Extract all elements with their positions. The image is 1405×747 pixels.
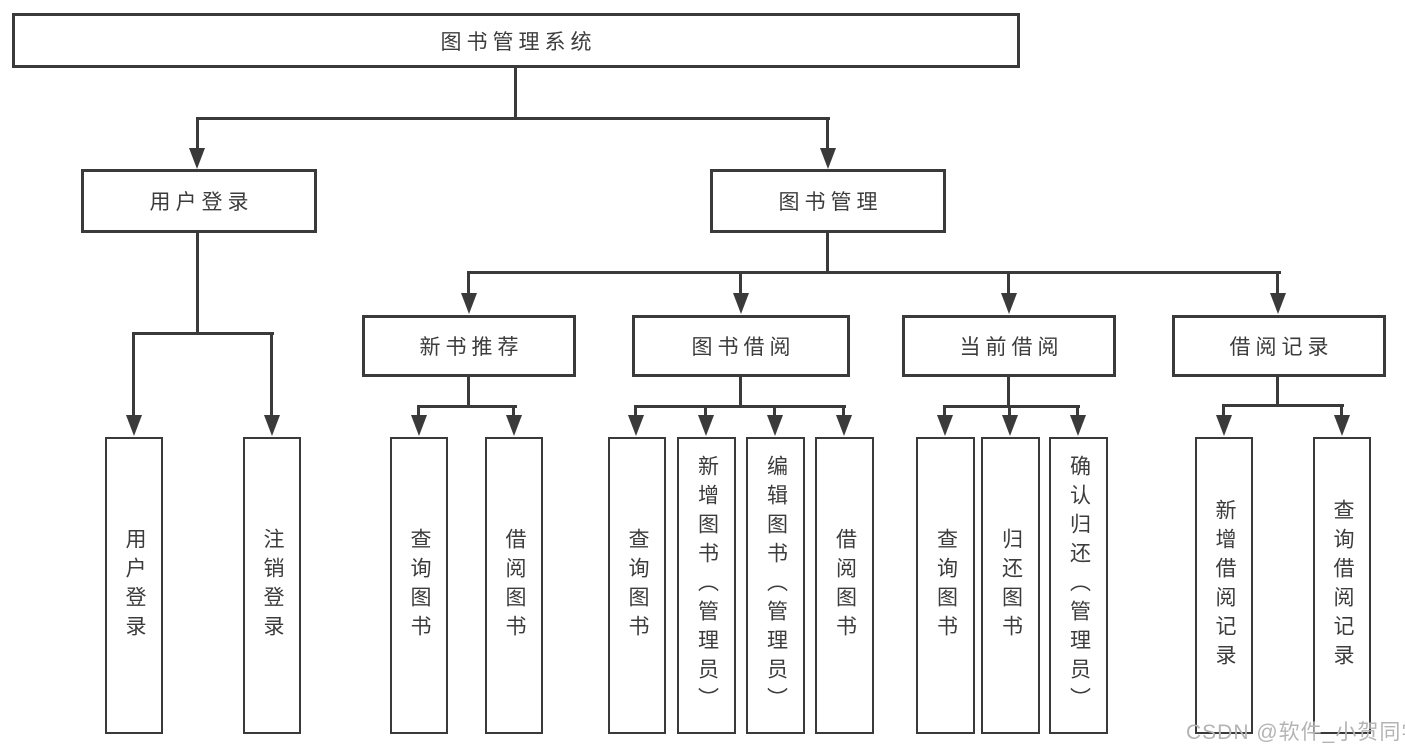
leaf-br-add-record: 新增借阅记录 [1195, 437, 1253, 734]
arrow-down-icon [1334, 415, 1350, 436]
connector-line [417, 405, 420, 417]
connector-line [826, 117, 829, 152]
leaf-bb-add-books-admin-label: 新增图书（管理员） [695, 455, 719, 716]
connector-line [704, 405, 707, 417]
leaf-cb-confirm-return-admin-label: 确认归还（管理员） [1067, 455, 1091, 716]
watermark-text: CSDN @软件_小贺同学 [1186, 721, 1405, 744]
connector-line [1076, 405, 1079, 417]
connector-line [773, 405, 776, 417]
leaf-cb-confirm-return-admin: 确认归还（管理员） [1049, 437, 1108, 734]
arrow-down-icon [820, 148, 836, 169]
leaf-rec-query-books-label: 查询图书 [408, 527, 432, 644]
leaf-bb-add-books-admin: 新增图书（管理员） [677, 437, 736, 734]
connector-line [1008, 405, 1011, 417]
connector-line [1222, 404, 1225, 417]
arrow-down-icon [1001, 293, 1017, 314]
connector-line [943, 405, 946, 417]
leaf-bb-query-books: 查询图书 [608, 437, 666, 734]
connector-line [512, 405, 515, 417]
connector-line [842, 405, 845, 417]
arrow-down-icon [1070, 415, 1086, 436]
node-new-book-recommend: 新书推荐 [362, 315, 576, 377]
arrow-down-icon [698, 415, 714, 436]
node-current-borrowing: 当前借阅 [902, 315, 1116, 377]
leaf-rec-borrow-books: 借阅图书 [485, 437, 543, 734]
leaf-bb-query-books-label: 查询图书 [626, 527, 650, 644]
node-book-management-label: 图书管理 [778, 191, 883, 214]
leaf-br-query-record-label: 查询借阅记录 [1331, 498, 1355, 673]
arrow-down-icon [767, 415, 783, 436]
connector-line [196, 117, 830, 120]
connector-line [634, 405, 846, 408]
leaf-user-login-label: 用户登录 [123, 527, 147, 644]
leaf-br-query-record: 查询借阅记录 [1313, 437, 1371, 734]
connector-line [132, 332, 135, 417]
arrow-down-icon [264, 415, 280, 436]
arrow-down-icon [733, 293, 749, 314]
leaf-user-login: 用户登录 [105, 437, 163, 734]
leaf-rec-borrow-books-label: 借阅图书 [503, 527, 527, 644]
leaf-cb-return-books: 归还图书 [981, 437, 1040, 734]
node-new-book-recommend-label: 新书推荐 [419, 336, 524, 359]
connector-line [270, 332, 273, 417]
leaf-bb-edit-books-admin: 编辑图书（管理员） [746, 437, 805, 734]
node-book-borrowing: 图书借阅 [632, 315, 850, 377]
leaf-cb-query-books: 查询图书 [916, 437, 975, 734]
connector-line [1007, 377, 1010, 408]
arrow-down-icon [189, 148, 205, 169]
connector-line [467, 271, 470, 295]
leaf-logout-label: 注销登录 [261, 527, 285, 644]
connector-line [1007, 271, 1010, 295]
connector-line [634, 405, 637, 417]
connector-line [467, 271, 1281, 274]
arrow-down-icon [937, 415, 953, 436]
arrow-down-icon [1270, 293, 1286, 314]
connector-line [826, 231, 829, 274]
leaf-bb-borrow-books: 借阅图书 [815, 437, 874, 734]
node-borrowing-records-label: 借阅记录 [1229, 336, 1334, 359]
arrow-down-icon [628, 415, 644, 436]
connector-line [417, 405, 517, 408]
node-root-label: 图书管理系统 [440, 30, 597, 54]
node-root: 图书管理系统 [12, 13, 1020, 68]
connector-line [1222, 404, 1344, 407]
arrow-down-icon [506, 415, 522, 436]
leaf-bb-borrow-books-label: 借阅图书 [833, 527, 857, 644]
arrow-down-icon [461, 293, 477, 314]
connector-line [1276, 271, 1279, 295]
arrow-down-icon [1216, 415, 1232, 436]
node-borrowing-records: 借阅记录 [1172, 315, 1386, 377]
arrow-down-icon [1002, 415, 1018, 436]
leaf-bb-edit-books-admin-label: 编辑图书（管理员） [764, 455, 788, 716]
connector-line [514, 66, 517, 119]
node-current-borrowing-label: 当前借阅 [959, 336, 1064, 359]
node-user-login-label: 用户登录 [149, 191, 254, 214]
connector-line [1340, 404, 1343, 417]
leaf-cb-return-books-label: 归还图书 [999, 527, 1023, 644]
connector-line [943, 405, 1080, 408]
leaf-cb-query-books-label: 查询图书 [934, 527, 958, 644]
connector-line [739, 377, 742, 408]
leaf-logout: 注销登录 [243, 437, 301, 734]
connector-line [739, 271, 742, 295]
connector-line [1276, 377, 1279, 407]
leaf-rec-query-books: 查询图书 [390, 437, 448, 734]
node-book-management: 图书管理 [710, 169, 946, 233]
node-book-borrowing-label: 图书借阅 [691, 336, 796, 359]
leaf-br-add-record-label: 新增借阅记录 [1213, 498, 1237, 673]
arrow-down-icon [411, 415, 427, 436]
connector-line [467, 377, 470, 408]
connector-line [132, 332, 274, 335]
connector-line [196, 231, 199, 334]
arrow-down-icon [836, 415, 852, 436]
arrow-down-icon [126, 415, 142, 436]
connector-line [196, 117, 199, 152]
node-user-login: 用户登录 [81, 169, 317, 233]
